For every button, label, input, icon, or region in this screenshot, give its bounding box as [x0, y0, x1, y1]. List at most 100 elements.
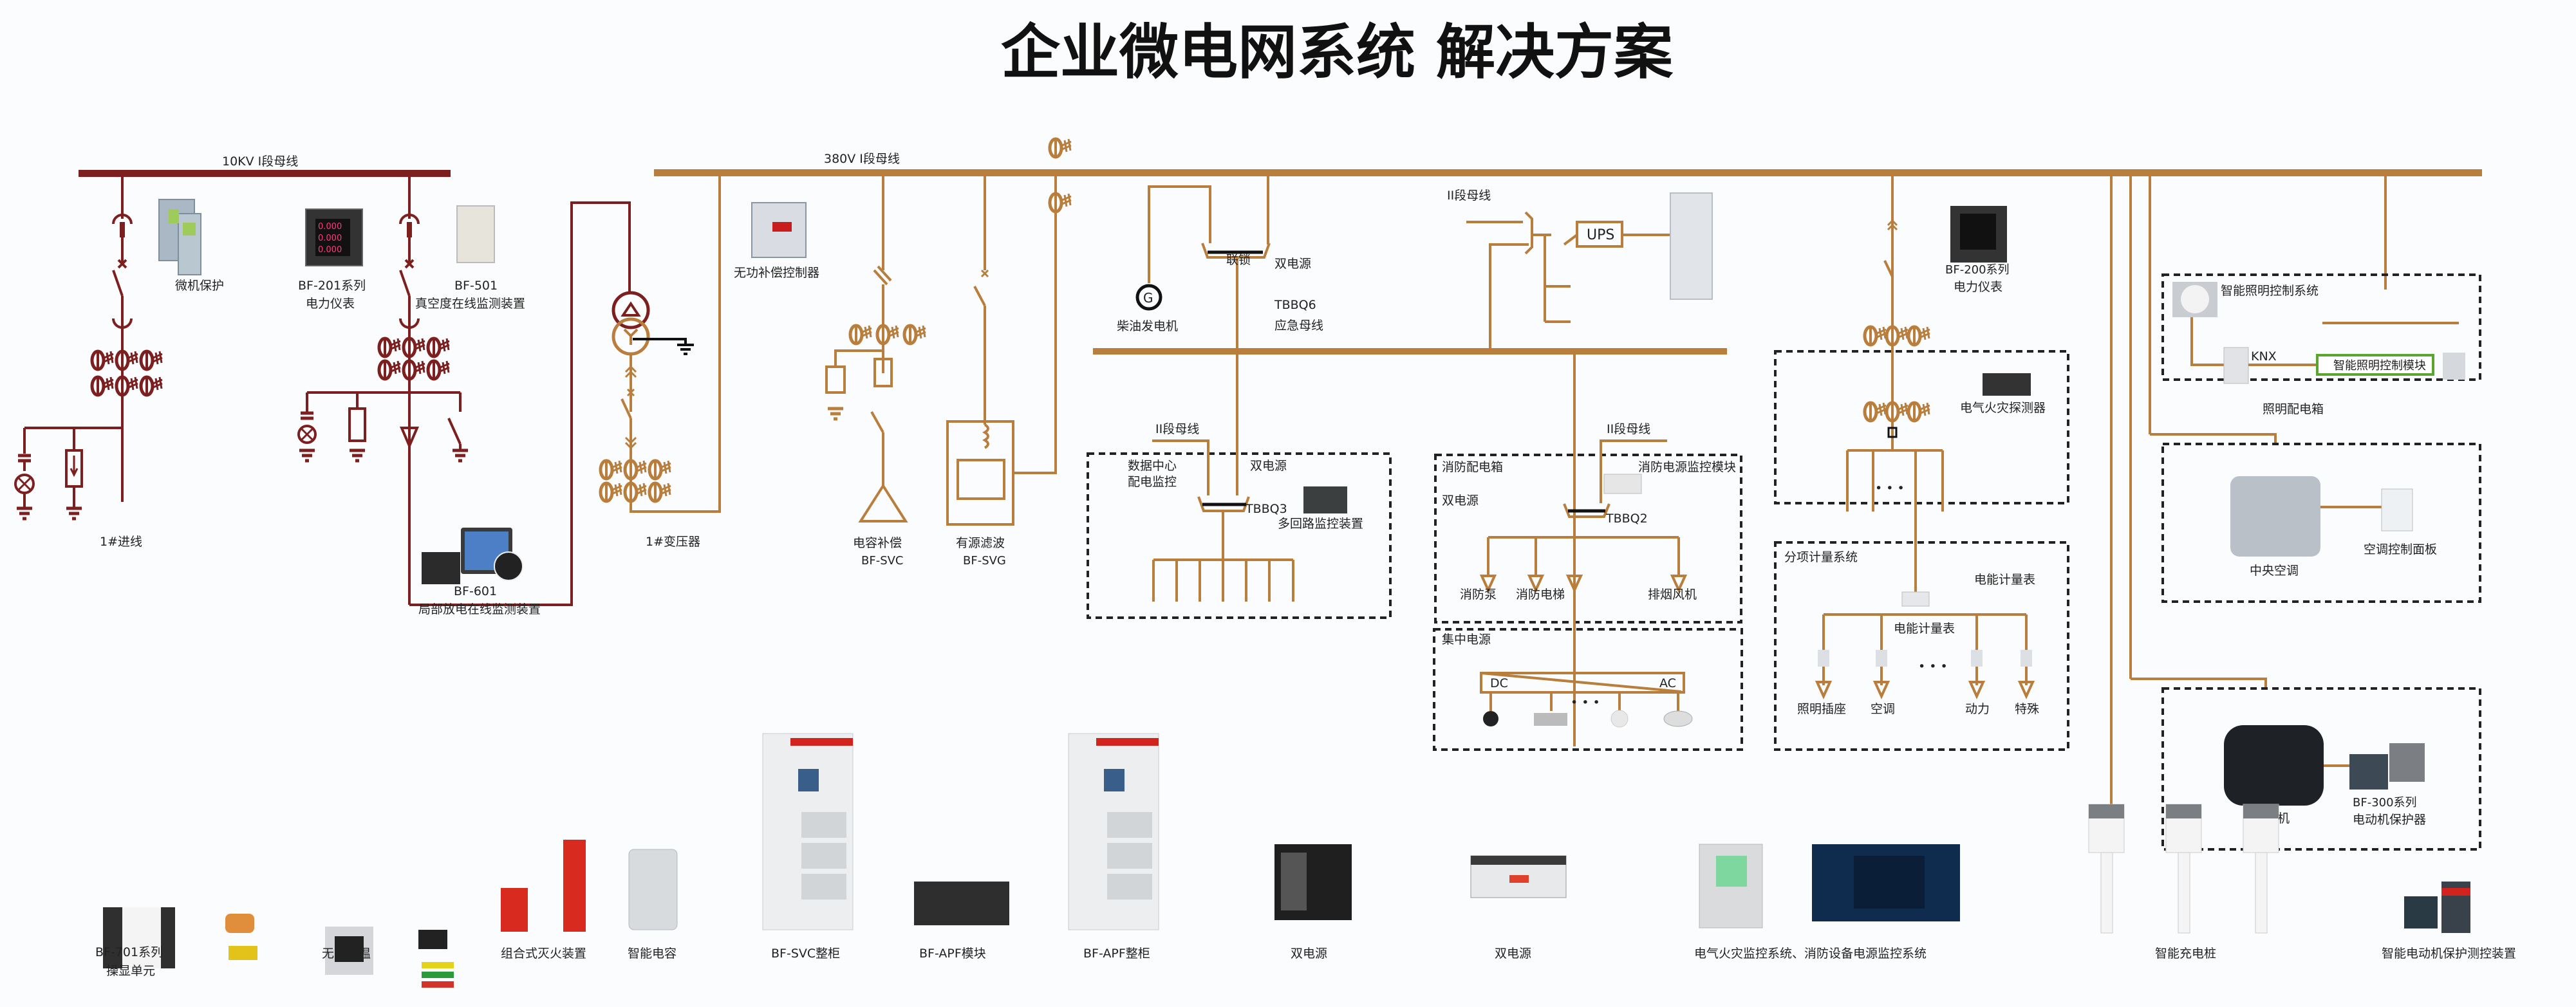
- special-label: 特殊: [2015, 702, 2039, 716]
- central-power-ellipsis: • • •: [1571, 696, 1600, 710]
- product-label-6: BF-APF整柜: [1083, 947, 1150, 961]
- motor-protector-name-label: 电动机保护器: [2353, 813, 2426, 827]
- dual-power-label-1: 双电源: [1274, 257, 1311, 271]
- bf200-name-label: 电力仪表: [1954, 280, 2002, 294]
- transformer-1: 1#变压器: [601, 172, 721, 549]
- generator-symbol: G: [1143, 290, 1153, 306]
- ups-branch: II段母线 UPS: [1447, 189, 1713, 349]
- right-feeders: [2110, 176, 2387, 811]
- multi-circuit-monitor-label: 多回路监控装置: [1278, 517, 1363, 531]
- product-label-3: 智能电容: [628, 947, 677, 961]
- tbbq6-label: TBBQ6: [1274, 298, 1316, 312]
- product-label-9: 电气火灾监控系统、消防设备电源监控系统: [1694, 947, 1927, 961]
- cap-comp-label: 电容补偿: [853, 536, 902, 550]
- product-dual-power-2: 双电源: [1470, 855, 1567, 961]
- power-label: 动力: [1965, 702, 1990, 716]
- product-label-5: BF-APF模块: [919, 947, 986, 961]
- bf200-model-label: BF-200系列: [1945, 263, 2010, 277]
- submetering-label: 分项计量系统: [1784, 550, 1858, 564]
- bf201-name-label: 电力仪表: [306, 297, 355, 311]
- datacenter-feeders: [1152, 560, 1294, 602]
- fire-power-monitor-label: 消防电源监控模块: [1638, 460, 1736, 474]
- product-dual-power-1: 双电源: [1274, 844, 1352, 961]
- lv-bus: [654, 169, 2482, 176]
- smart-lighting-system-label: 智能照明控制系统: [2221, 284, 2319, 298]
- smoke-fan-label: 排烟风机: [1648, 587, 1697, 602]
- section2-bus-label-ups: II段母线: [1447, 189, 1491, 203]
- product-wireless-temp: 无线测温: [225, 914, 454, 988]
- hv-bus-label: 10KV I段母线: [222, 154, 298, 169]
- product-label-0-2: 操显单元: [106, 964, 155, 978]
- bf601-model-label: BF-601: [454, 584, 497, 598]
- bf501-name-label: 真空度在线监测装置: [415, 297, 525, 311]
- energy-meter-label-1: 电能计量表: [1974, 573, 2035, 587]
- dual-power-label-2: 双电源: [1250, 459, 1287, 473]
- product-label-8: 双电源: [1495, 947, 1531, 961]
- active-filter-model-label: BF-SVG: [963, 554, 1006, 568]
- fire-detector-ellipsis: • • •: [1875, 481, 1905, 495]
- incoming-feeder-label: 1#进线: [100, 535, 142, 549]
- var-controller-label: 无功补偿控制器: [734, 266, 819, 280]
- ac-label: AC: [1659, 676, 1676, 690]
- air-conditioning-label: 空调: [1871, 702, 1895, 716]
- dc-label: DC: [1490, 676, 1508, 690]
- energy-meter-label-2: 电能计量表: [1894, 622, 1955, 636]
- active-filter-label: 有源滤波: [956, 536, 1005, 550]
- emergency-bus: [1093, 348, 1727, 355]
- svg-text:0.000: 0.000: [318, 245, 342, 255]
- microprocessor-protection-device: 微机保护: [158, 199, 224, 293]
- product-smart-capacitor: 智能电容: [628, 849, 678, 961]
- datacenter-label-2: 配电监控: [1128, 475, 1177, 489]
- central-ac-box: 中央空调 空调控制面板: [2161, 443, 2481, 603]
- smart-lighting-module-label: 智能照明控制模块: [2333, 359, 2426, 373]
- product-svc-cabinet: BF-SVC整柜: [762, 733, 854, 961]
- product-label-4: BF-SVC整柜: [771, 947, 840, 961]
- hv-section: 10KV I段母线: [14, 154, 721, 616]
- product-fire-suppression: 组合式灭火装置: [501, 840, 586, 961]
- ups-label: UPS: [1587, 227, 1614, 243]
- dual-power-label-3: 双电源: [1442, 494, 1479, 508]
- smart-lighting-module: [2316, 354, 2434, 376]
- microprocessor-protection-label: 微机保护: [175, 279, 224, 293]
- fire-dist-box-label: 消防配电箱: [1442, 460, 1503, 474]
- hv-bus: [79, 170, 451, 177]
- diesel-generator-label: 柴油发电机: [1117, 319, 1178, 333]
- fire-detector-branch: BF-200系列 电力仪表 • • • 电气火灾探测器: [1774, 176, 2069, 512]
- product-bf701: BF-701系列 操显单元: [95, 907, 175, 978]
- ac-panel-label: 空调控制面板: [2364, 542, 2437, 557]
- capacitor-compensation-branch: 电容补偿 BF-SVC: [825, 176, 926, 568]
- central-power-box: 集中电源 DC AC • • •: [1433, 628, 1743, 751]
- incoming-feeder-branch: 1#进线: [14, 177, 162, 549]
- tbbq3-label: TBBQ3: [1245, 502, 1287, 516]
- lighting-dist-box-label: 照明配电箱: [2263, 402, 2324, 416]
- interlock-label: 联锁: [1226, 253, 1251, 267]
- bf501-vacuum-monitor-device: BF-501 真空度在线监测装置: [415, 205, 525, 311]
- emergency-bus-label: 应急母线: [1274, 319, 1323, 333]
- product-apf-module: BF-APF模块: [914, 882, 1009, 961]
- hv-feeder-2-branch: [297, 177, 631, 606]
- svg-text:0.000: 0.000: [318, 234, 342, 243]
- product-label-2: 组合式灭火装置: [501, 947, 586, 961]
- product-label-11: 智能电动机保护测控装置: [2382, 947, 2516, 961]
- motor-protector-model-label: BF-300系列: [2353, 796, 2417, 809]
- lighting-socket-label: 照明插座: [1797, 702, 1846, 716]
- product-label-0-1: BF-701系列: [95, 945, 163, 959]
- section2-bus-label-dc: II段母线: [1155, 422, 1199, 436]
- fire-distribution-box: II段母线 消防配电箱 双电源 消防电源监控模块 TBBQ2 消防泵 消防电梯 …: [1434, 355, 1742, 746]
- product-label-1: 无线测温: [322, 947, 371, 961]
- datacenter-box: II段母线 数据中心 配电监控 双电源 TBBQ3 多回路监控装置: [1087, 355, 1392, 619]
- var-controller-device: 无功补偿控制器: [734, 202, 819, 280]
- bf601-pd-monitor-device: BF-601 局部放电在线监测装置: [418, 528, 541, 616]
- page-title: 企业微电网系统 解决方案: [1001, 18, 1674, 87]
- product-ev-chargers: 智能充电桩: [2088, 804, 2279, 961]
- product-fire-monitoring: 电气火灾监控系统、消防设备电源监控系统: [1694, 844, 1960, 961]
- product-row: BF-701系列 操显单元 无线测温 组合式灭火装置 智能电容: [95, 733, 2516, 988]
- product-apf-cabinet: BF-APF整柜: [1068, 733, 1159, 961]
- section2-bus-label-fire: II段母线: [1607, 422, 1650, 436]
- central-power-label: 集中电源: [1442, 633, 1491, 647]
- submetering-ellipsis: • • •: [1918, 660, 1948, 674]
- bf201-power-meter-device: 0.000 0.000 0.000 BF-201系列 电力仪表: [298, 208, 366, 311]
- bf601-name-label: 局部放电在线监测装置: [418, 602, 541, 616]
- cap-comp-model-label: BF-SVC: [861, 554, 904, 568]
